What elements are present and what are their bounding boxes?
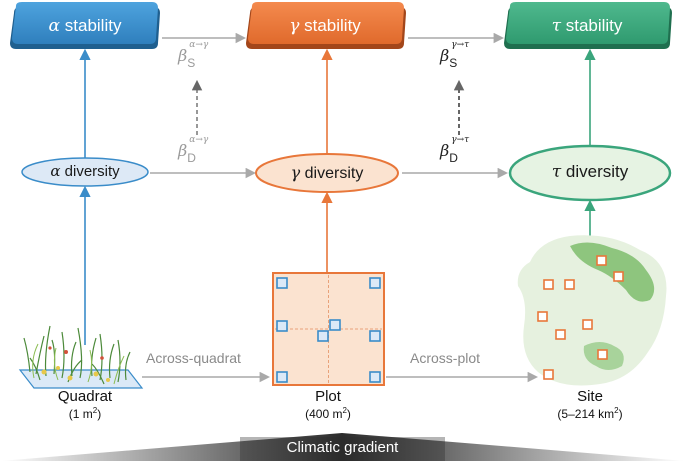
beta-sup: γ→τ [451,135,470,145]
plot-label: Plot [315,388,341,405]
tau-symbol: τ [551,16,561,36]
across-quadrat-label: Across-quadrat [146,350,241,366]
beta-sup: α→γ [189,135,209,145]
site-map-icon [517,235,667,386]
site-area-close: ) [618,407,623,421]
quadrat-area: (1 m2) [35,406,135,421]
gamma-stability-label: γ stability [250,6,400,46]
gamma-stability-word: stability [304,16,361,35]
site-area-exp: 2 [614,406,619,415]
beta-symbol: β [178,141,188,160]
alpha-stability-word: stability [64,16,122,35]
alpha-symbol: α [48,16,61,36]
gamma-symbol: γ [289,16,300,36]
beta-sub: S [187,56,196,70]
gamma-diversity-label: γ diversity [256,163,398,183]
beta-sup: α→γ [189,40,209,50]
climatic-gradient-label: Climatic gradient [286,439,399,456]
alpha-symbol: α [50,162,61,180]
quadrat-area-close: ) [97,407,102,421]
alpha-stability-label: α stability [10,6,160,46]
tau-stability-panel [504,2,672,49]
alpha-diversity-label: α diversity [22,162,148,180]
gamma-symbol: γ [290,163,301,182]
beta-symbol: β [440,46,450,65]
quadrat-grass-icon [18,325,144,389]
tau-stability-label: τ stability [512,6,662,46]
plot-area-value: (400 m [305,407,343,421]
plot-grid-icon [272,272,385,386]
site-label: Site [577,388,603,405]
site-area: (5–214 km2) [530,406,650,421]
site-area-value: (5–214 km [557,407,615,421]
beta-symbol: β [440,141,450,160]
alpha-stability-panel [10,2,160,49]
tau-stability-word: stability [565,16,623,35]
plot-area: (400 m2) [278,406,378,421]
tau-symbol: τ [551,162,562,182]
quadrat-label: Quadrat [57,388,113,405]
gamma-stability-panel [246,2,406,49]
beta-sub: D [449,151,458,165]
beta-sub: D [187,151,196,165]
gradient-wedge-icon [0,433,685,461]
beta-sub: S [449,56,458,70]
across-plot-label: Across-plot [410,350,481,366]
gamma-diversity-word: diversity [304,165,364,182]
quadrat-area-exp: 2 [92,406,98,415]
plot-area-exp: 2 [342,406,347,415]
quadrat-area-value: (1 m [68,407,93,421]
tau-diversity-word: diversity [565,162,629,181]
plot-area-close: ) [346,407,351,421]
beta-sup: γ→τ [451,40,470,50]
beta-symbol: β [178,46,188,65]
alpha-diversity-word: diversity [64,163,120,180]
tau-diversity-label: τ diversity [510,162,670,182]
